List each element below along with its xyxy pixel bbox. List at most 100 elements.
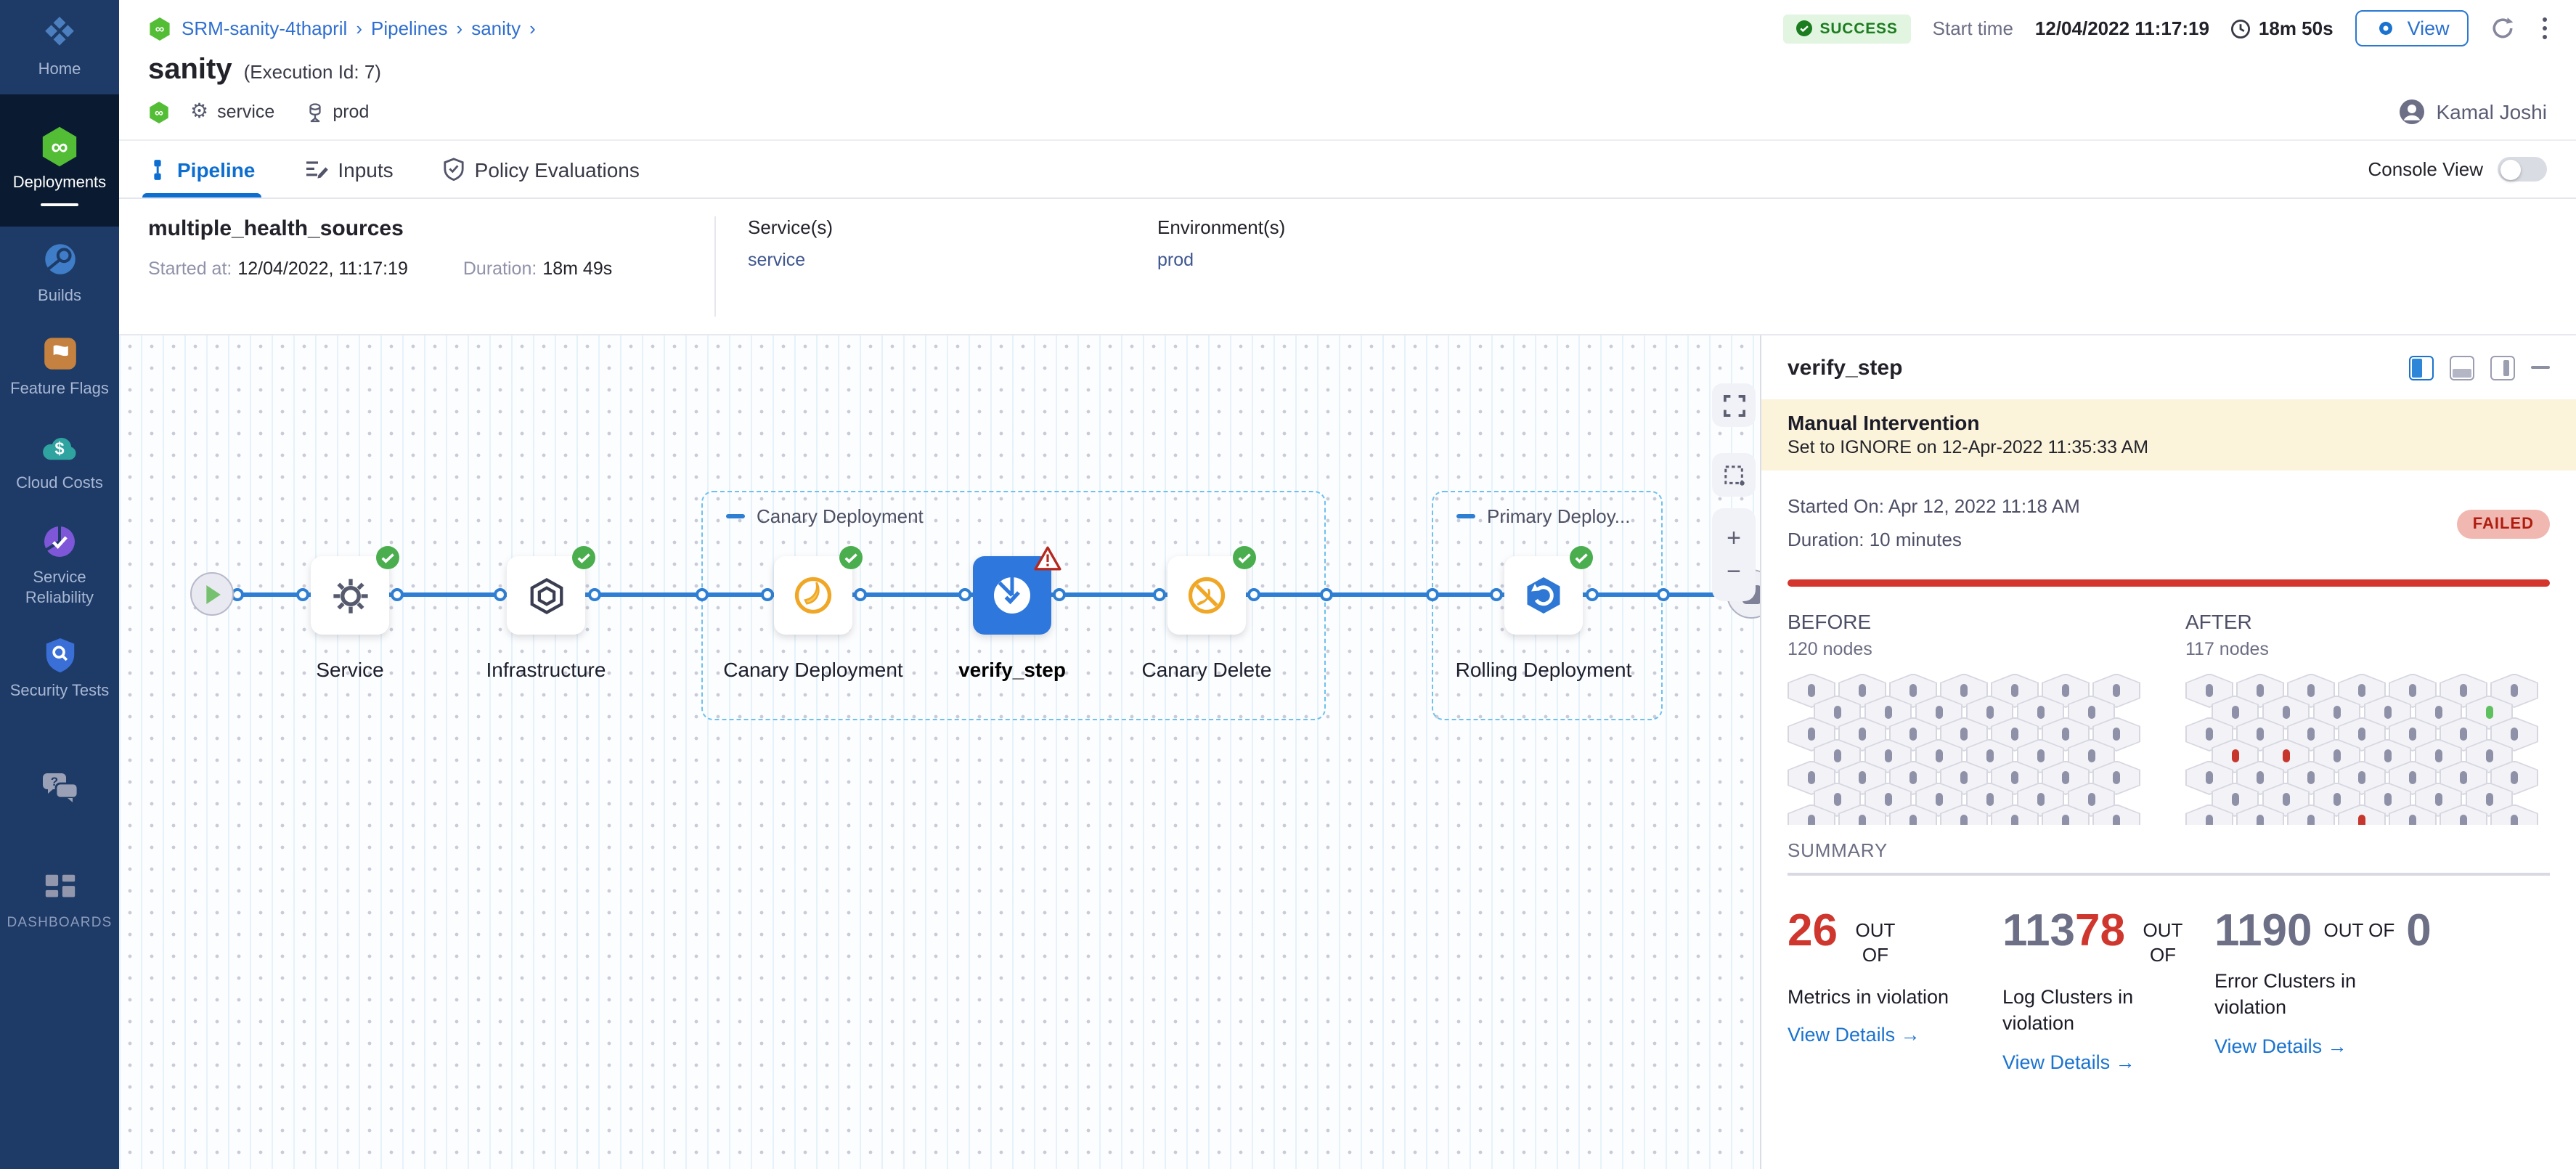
- edge-connector-dot: [390, 587, 403, 600]
- stage-duration: Duration:18m 49s: [462, 258, 613, 279]
- stat-label: Metrics in violation: [1788, 985, 1949, 1008]
- sidebar-item-label: Service Reliability: [25, 569, 94, 607]
- tab-pipeline[interactable]: Pipeline: [142, 141, 261, 197]
- layout-bottom-view-icon[interactable]: [2450, 355, 2474, 380]
- after-label: AFTER: [2185, 609, 2252, 632]
- chat-icon: ?: [40, 767, 79, 807]
- zoom-in-button[interactable]: +: [1727, 524, 1741, 552]
- stat-out-of-label: OUT OF: [2143, 918, 2183, 966]
- view-details-link[interactable]: View Details →: [2214, 1035, 2347, 1058]
- breadcrumb-project[interactable]: SRM-sanity-4thapril: [182, 17, 348, 38]
- sidebar-item-dashboards[interactable]: DASHBOARDS: [0, 854, 119, 945]
- expand-icon: [1723, 394, 1745, 416]
- stat-out-of-label: OUT OF: [1855, 918, 1896, 966]
- dashboards-icon: [41, 867, 78, 908]
- view-button[interactable]: View: [2355, 10, 2469, 46]
- page-title: sanity: [148, 54, 232, 86]
- pipeline-node-service[interactable]: Service: [311, 546, 399, 681]
- zoom-out-button[interactable]: −: [1727, 558, 1741, 585]
- after-node-grid[interactable]: [2185, 673, 2543, 824]
- user-menu[interactable]: Kamal Joshi: [2398, 99, 2547, 125]
- tab-inputs[interactable]: Inputs: [304, 141, 394, 197]
- sidebar-item-label: Home: [38, 61, 81, 78]
- refresh-button[interactable]: [2490, 16, 2515, 41]
- sidebar-item-home[interactable]: Home: [0, 0, 119, 94]
- divider: [714, 216, 716, 317]
- step-details-panel: verify_step Manual Intervention Set to I…: [1760, 335, 2576, 1169]
- service-reliability-icon: [41, 521, 78, 562]
- success-badge-icon: [839, 546, 863, 577]
- deployments-icon: ∞: [38, 126, 81, 167]
- breadcrumb-pipeline-name[interactable]: sanity: [471, 17, 521, 38]
- collapse-group-icon[interactable]: [726, 514, 745, 518]
- view-details-link[interactable]: View Details →: [2002, 1051, 2135, 1074]
- sidebar-item-feature-flags[interactable]: Feature Flags: [0, 320, 119, 415]
- breadcrumb-pipelines[interactable]: Pipelines: [371, 17, 448, 38]
- pipeline-node-infrastructure[interactable]: Infrastructure: [486, 546, 606, 681]
- pipeline-node-rolling-deployment[interactable]: Rolling Deployment: [1456, 546, 1631, 681]
- stat-total-number: 0: [2406, 904, 2432, 955]
- banner-title: Manual Intervention: [1788, 411, 1980, 434]
- console-view-toggle[interactable]: [2498, 157, 2547, 182]
- step-group-canary-deployment[interactable]: Canary Deployment: [701, 491, 1326, 720]
- stat-number: 78: [2075, 904, 2125, 955]
- service-chip[interactable]: ⚙ service: [190, 100, 275, 123]
- layout-split-view-icon[interactable]: [2409, 355, 2434, 380]
- more-options-button[interactable]: [2537, 15, 2553, 41]
- canary-delete-icon: [1188, 577, 1226, 614]
- stat-number: 1190: [2214, 904, 2312, 955]
- pipeline-node-verify-step[interactable]: verify_step: [958, 546, 1066, 681]
- top-bar: ∞ SRM-sanity-4thapril›Pipelines›sanity› …: [119, 0, 2576, 51]
- fit-to-screen-button[interactable]: [1712, 383, 1756, 427]
- start-time-label: Start time: [1932, 17, 2013, 39]
- marquee-icon: [1724, 465, 1744, 485]
- security-tests-icon: [41, 635, 78, 676]
- node-hex[interactable]: [1788, 760, 1835, 795]
- environment-chip[interactable]: prod: [306, 101, 369, 123]
- success-badge-icon: [572, 546, 595, 577]
- node-hex[interactable]: [2236, 760, 2284, 795]
- node-hex[interactable]: [2414, 695, 2462, 730]
- stat-number: 26: [1788, 904, 1838, 955]
- sidebar-item-cloud-costs[interactable]: $Cloud Costs: [0, 414, 119, 508]
- sidebar-item-label: Security Tests: [9, 683, 110, 701]
- execution-id: (Execution Id: 7): [243, 61, 381, 83]
- pipeline-start-node[interactable]: [190, 572, 234, 616]
- banner-message: Set to IGNORE on 12-Apr-2022 11:35:33 AM: [1788, 437, 2149, 457]
- after-node-count: 117 nodes: [2185, 638, 2269, 659]
- service-link[interactable]: service: [748, 250, 806, 270]
- node-label: Rolling Deployment: [1455, 658, 1632, 681]
- collapse-group-icon[interactable]: [1456, 514, 1475, 518]
- tab-icon: [443, 157, 465, 182]
- sidebar-item-security-tests[interactable]: Security Tests: [0, 622, 119, 717]
- select-region-button[interactable]: [1712, 453, 1756, 497]
- before-node-grid[interactable]: [1788, 673, 2145, 824]
- minimize-panel-icon[interactable]: [2531, 365, 2550, 370]
- group-label[interactable]: Primary Deploy...: [1456, 505, 1630, 527]
- run-status-group: SUCCESS Start time 12/04/2022 11:17:19 1…: [1783, 10, 2553, 46]
- node-hex[interactable]: [1965, 782, 2013, 817]
- sidebar-item-chat[interactable]: ?: [0, 754, 119, 828]
- node-label: Canary Delete: [1141, 658, 1272, 681]
- sidebar-item-deployments[interactable]: ∞Deployments: [0, 94, 119, 226]
- pipeline-canvas[interactable]: Canary Deployment Primary Deploy...: [119, 335, 1760, 1169]
- sidebar-item-builds[interactable]: Builds: [0, 226, 119, 320]
- console-view-group: Console View: [2368, 157, 2547, 182]
- view-details-link[interactable]: View Details →: [1788, 1024, 1920, 1046]
- stat-number: 113: [2002, 904, 2076, 955]
- before-label: BEFORE: [1788, 609, 1872, 632]
- pipeline-node-canary-delete[interactable]: Canary Delete: [1142, 546, 1272, 681]
- tab-policy-evaluations[interactable]: Policy Evaluations: [443, 141, 640, 197]
- chips-row: ∞ ⚙ service prod Kamal Joshi: [119, 87, 2576, 139]
- layout-right-view-icon[interactable]: [2490, 355, 2515, 380]
- start-time-value: 12/04/2022 11:17:19: [2034, 17, 2209, 39]
- group-label[interactable]: Canary Deployment: [726, 505, 924, 527]
- before-column: BEFORE 120 nodes: [1788, 609, 2145, 824]
- sidebar-item-service-reliability[interactable]: Service Reliability: [0, 508, 119, 622]
- duration-group: 18m 50s: [2231, 17, 2334, 39]
- pipeline-node-canary-deployment[interactable]: Canary Deployment: [723, 546, 903, 681]
- environment-link[interactable]: prod: [1157, 250, 1194, 270]
- step-group-primary-deployment[interactable]: Primary Deploy...: [1432, 491, 1663, 720]
